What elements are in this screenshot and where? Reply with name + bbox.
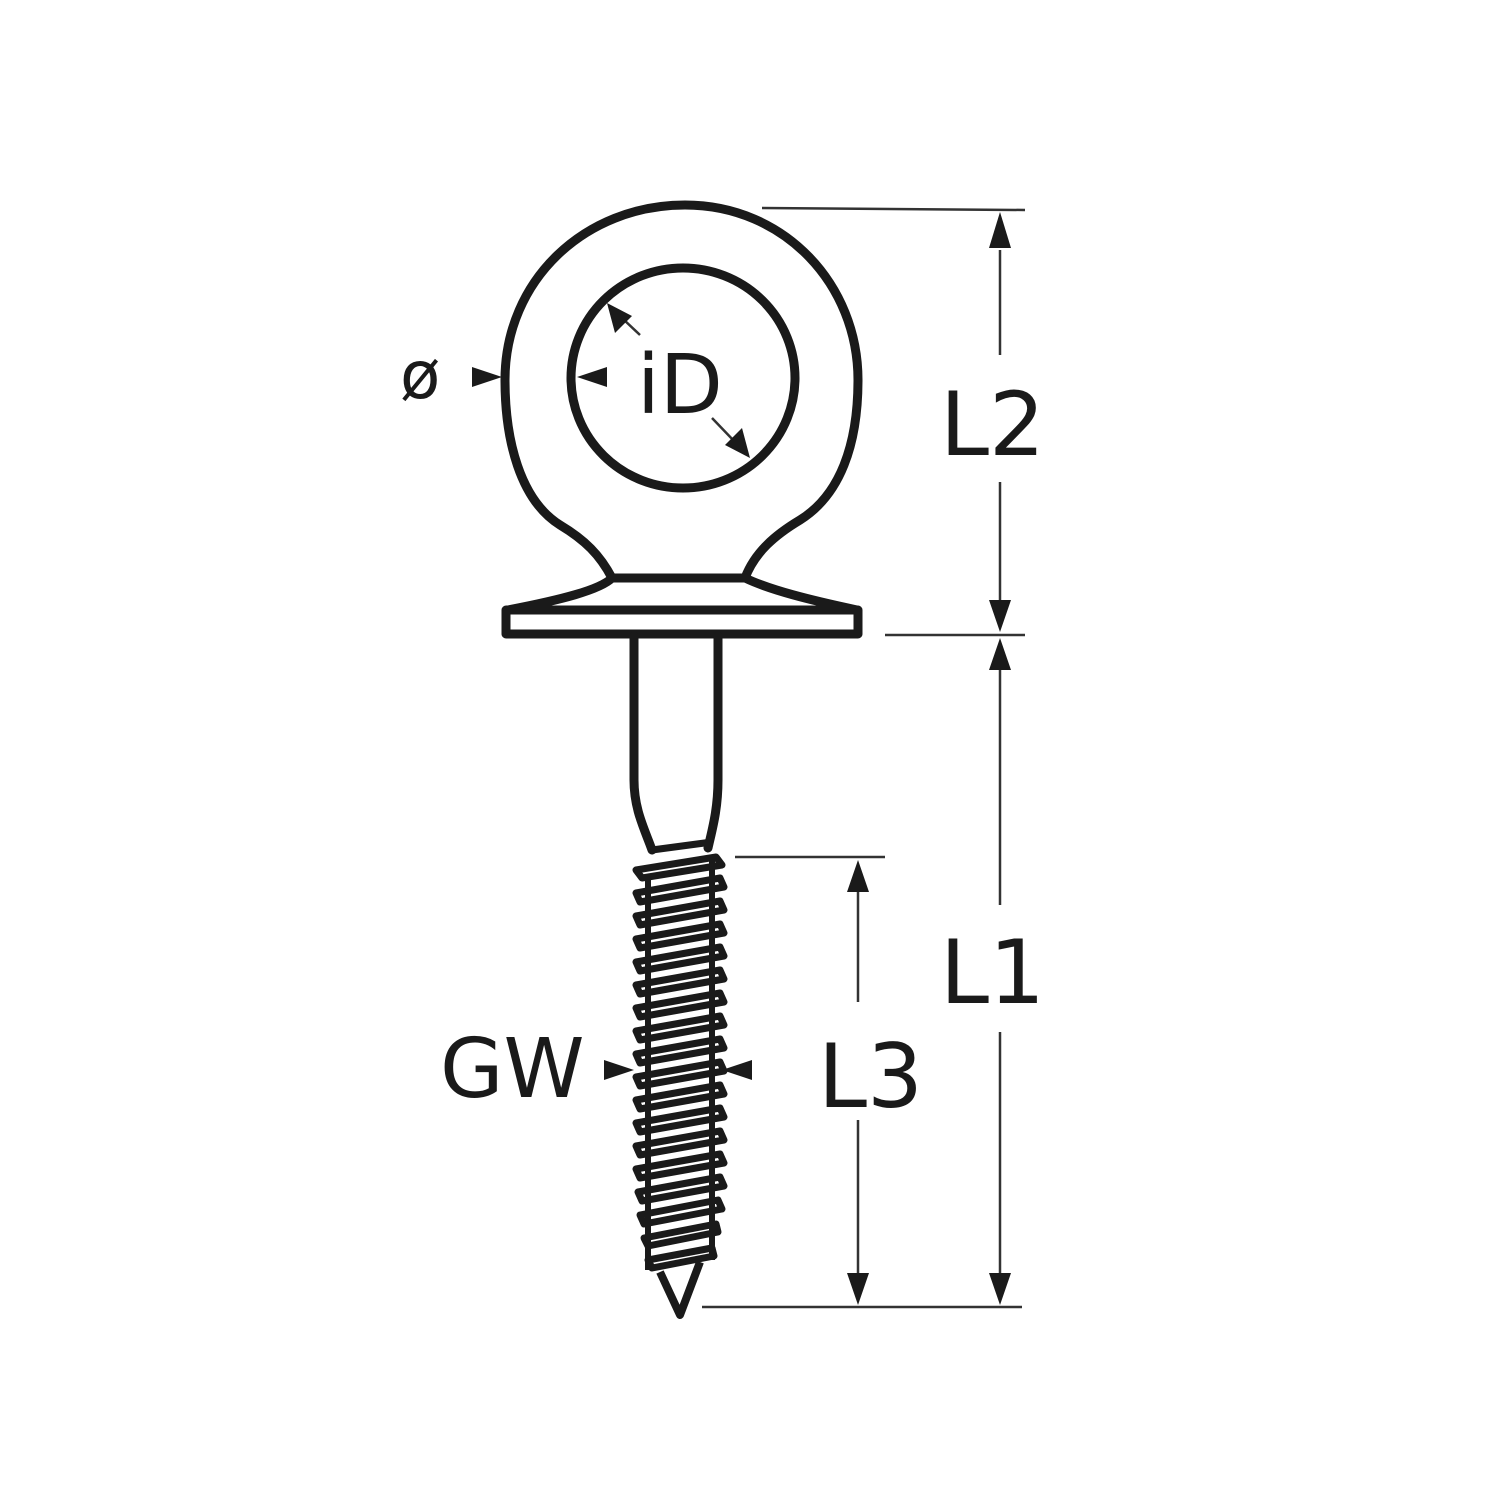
L2-arrow-top bbox=[989, 212, 1011, 248]
arrowheads bbox=[472, 212, 1011, 1305]
L3-arrow-bottom bbox=[847, 1273, 869, 1305]
ext-line-top bbox=[761, 206, 1026, 212]
screw-tip bbox=[656, 1260, 704, 1319]
eye-screw-part bbox=[500, 200, 863, 855]
shank bbox=[629, 631, 723, 855]
iD-arrow-upper bbox=[607, 303, 632, 333]
iD-leader-lower bbox=[711, 417, 736, 443]
L1-arrow-top bbox=[989, 638, 1011, 670]
label-L3: L3 bbox=[818, 1025, 923, 1128]
L3-arrow-top bbox=[847, 860, 869, 892]
label-L2: L2 bbox=[940, 373, 1045, 476]
eye-inner-hole bbox=[566, 263, 800, 493]
L2-arrow-bottom bbox=[989, 600, 1011, 632]
GW-arrow-left bbox=[604, 1060, 634, 1080]
collar-washer bbox=[501, 605, 863, 639]
screw-threads bbox=[632, 838, 728, 1319]
label-inner-diameter: iD bbox=[637, 338, 723, 433]
label-wire-diameter: ø bbox=[400, 337, 440, 414]
label-GW: GW bbox=[440, 1022, 585, 1117]
iD-arrow-lower bbox=[725, 428, 750, 458]
label-L1: L1 bbox=[940, 921, 1045, 1024]
eye-outer-contour bbox=[500, 200, 863, 583]
dimension-lines bbox=[621, 206, 1026, 1309]
wire-dia-arrow-inner bbox=[577, 367, 607, 387]
GW-arrow-right bbox=[722, 1060, 752, 1080]
collar-flare bbox=[503, 573, 862, 615]
L1-arrow-bottom bbox=[989, 1273, 1011, 1305]
wire-dia-arrow-outer bbox=[472, 367, 502, 387]
